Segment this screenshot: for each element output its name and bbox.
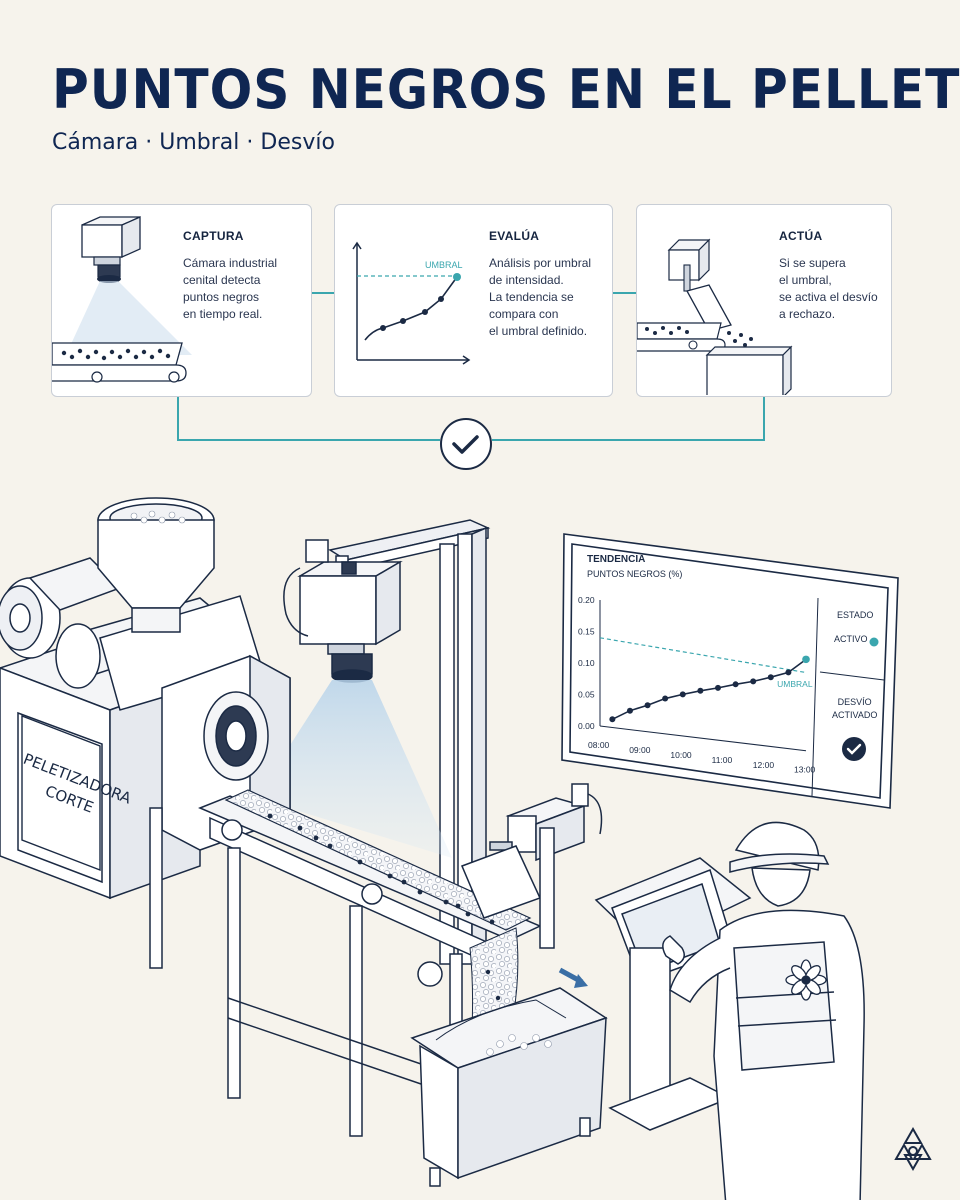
machine-label-plate	[21, 714, 101, 872]
camera-light-beam	[256, 680, 452, 858]
extruder-barrel	[55, 595, 263, 711]
reject-bin-icon	[410, 987, 608, 1187]
chart-x-tick-label: 08:00	[588, 740, 610, 750]
step-text-act: Si se supera el umbral, se activa el des…	[779, 256, 878, 321]
chart-x-tick-label: 13:00	[794, 765, 816, 775]
step-card-capture: CAPTURA Cámara industrial cenital detect…	[51, 204, 312, 397]
chart-threshold-label: UMBRAL	[777, 679, 813, 689]
page-subtitle: Cámara · Umbral · Desvío	[52, 130, 335, 155]
monitor-axis-label: PUNTOS NEGROS (%)	[587, 569, 683, 579]
chart-data-point	[750, 678, 757, 685]
monitor-title: TENDENCIA	[587, 554, 646, 565]
step-title-evaluate: EVALÚA	[489, 229, 540, 243]
step-card-evaluate: UMBRAL EVALÚA Análisis por umbral de int…	[334, 204, 613, 397]
bin-icon	[705, 345, 793, 395]
hopper-icon	[97, 497, 215, 633]
chart-data-point	[714, 684, 721, 691]
chart-y-tick-label: 0.10	[578, 658, 595, 668]
step-title-capture: CAPTURA	[183, 229, 244, 243]
process-connector	[177, 292, 765, 470]
pellet-belt	[224, 789, 532, 931]
chart-series-line	[612, 658, 807, 721]
brand-flower-icon	[894, 1126, 932, 1172]
motor-icon	[0, 557, 122, 659]
trend-monitor	[561, 533, 899, 809]
chart-data-point	[626, 707, 633, 714]
camera-icon	[81, 215, 141, 283]
diverter-actuator-icon	[461, 783, 603, 949]
chart-x-axis	[599, 725, 807, 752]
operator-figure	[662, 821, 865, 1200]
chart-x-tick-label: 10:00	[670, 750, 692, 760]
chart-x-tick-label: 09:00	[629, 745, 651, 755]
overhead-camera-icon	[283, 539, 403, 683]
chart-data-point	[644, 702, 651, 709]
chart-y-tick-label: 0.15	[578, 627, 595, 637]
black-spot-pellets	[267, 813, 495, 925]
chart-icon	[352, 241, 471, 365]
chart-data-point	[662, 695, 669, 702]
step-text-capture: Cámara industrial cenital detecta puntos…	[183, 256, 278, 321]
chart-data-point	[732, 681, 739, 688]
camera-conveyor-illustration	[52, 215, 192, 383]
operator-kiosk	[594, 857, 752, 1131]
chart-y-tick-label: 0.20	[578, 595, 595, 605]
step-title-act: ACTÚA	[779, 229, 823, 243]
step-card-act: ACTÚA Si se supera el umbral, se activa …	[636, 204, 892, 397]
chart-y-tick-label: 0.00	[578, 721, 595, 731]
monitor-state-label: ESTADO	[837, 610, 874, 620]
chart-data-point	[785, 669, 792, 676]
monitor-diversion-label: DESVÍO ACTIVADO	[832, 697, 878, 720]
check-icon	[440, 418, 492, 470]
page-title: PUNTOS NEGROS EN EL PELLET	[52, 58, 960, 121]
monitor-status-dot	[869, 637, 879, 647]
chart-data-point	[697, 687, 704, 694]
cutter-head	[161, 654, 291, 851]
diverter-icon	[667, 238, 732, 332]
chart-x-tick-label: 11:00	[712, 755, 733, 765]
monitor-state-value: ACTIVO	[834, 634, 868, 644]
production-line-scene: 0.20 0.15 0.10 0.05 0.00 08:00 09:00 10:00 11:00…	[0, 497, 899, 1200]
chart-data-point	[802, 655, 810, 664]
chart-data-point	[767, 674, 774, 681]
operator-vest-flower-icon	[785, 959, 827, 1001]
step-text-evaluate: Análisis por umbral de intensidad. La te…	[489, 256, 592, 338]
chart-x-tick-label: 12:00	[753, 760, 775, 770]
diverter-illustration	[637, 238, 793, 395]
monitor-status-check-icon	[842, 737, 866, 761]
chart-threshold-label: UMBRAL	[425, 260, 463, 270]
conveyor-icon	[52, 342, 187, 383]
chart-y-tick-label: 0.05	[578, 690, 595, 700]
chart-data-point	[609, 716, 616, 723]
chart-data-point	[679, 691, 686, 698]
trend-chart: 0.20 0.15 0.10 0.05 0.00 08:00 09:00 10:00 11:00…	[578, 595, 879, 775]
